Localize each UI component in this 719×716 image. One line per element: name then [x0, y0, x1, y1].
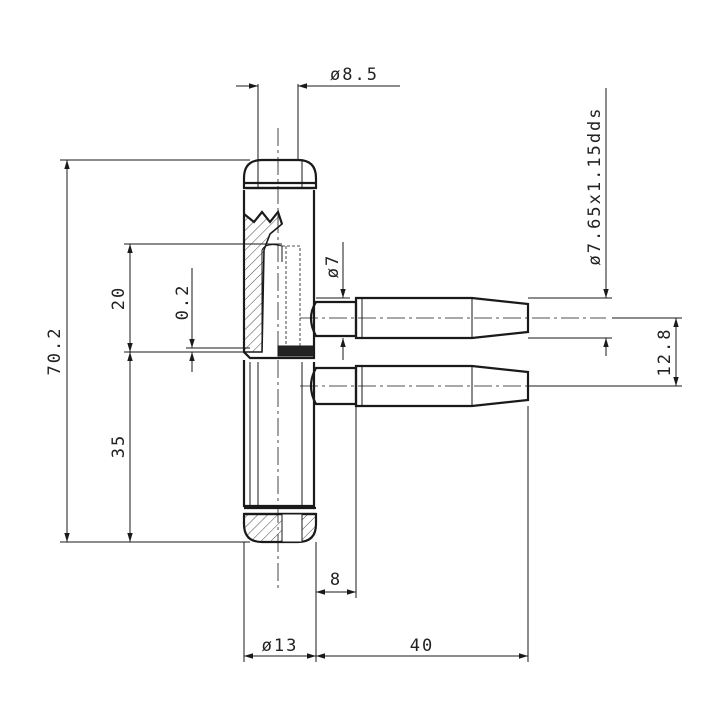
dim-shoulder: 8 — [330, 570, 342, 590]
dim-spec: ø7.65x1.15dds — [585, 106, 605, 265]
dim-thread-diameter: ø7 — [323, 254, 343, 278]
dim-barrel-diameter: ø13 — [262, 636, 299, 656]
dim-upper-height: 20 — [109, 286, 129, 310]
upper-section-hatch — [243, 210, 283, 353]
lower-barrel — [242, 360, 316, 508]
dim-length: 40 — [410, 636, 434, 656]
separation-collar — [277, 345, 315, 357]
dim-pitch: 12.8 — [655, 328, 675, 377]
upper-pin-neck — [309, 300, 358, 338]
dimension-lines: ø8.5 70.2 20 0.2 35 ø7 ø7.65x1.15dds — [45, 65, 682, 662]
mounting-pins — [300, 296, 606, 408]
dim-total-height: 70.2 — [45, 327, 65, 376]
hinge-body — [242, 128, 318, 588]
lower-pin-neck — [309, 366, 358, 406]
dim-lower-height: 35 — [109, 434, 129, 458]
dim-gap: 0.2 — [173, 284, 193, 321]
bottom-cap — [242, 512, 318, 544]
dim-pin-diameter: ø8.5 — [330, 65, 379, 85]
